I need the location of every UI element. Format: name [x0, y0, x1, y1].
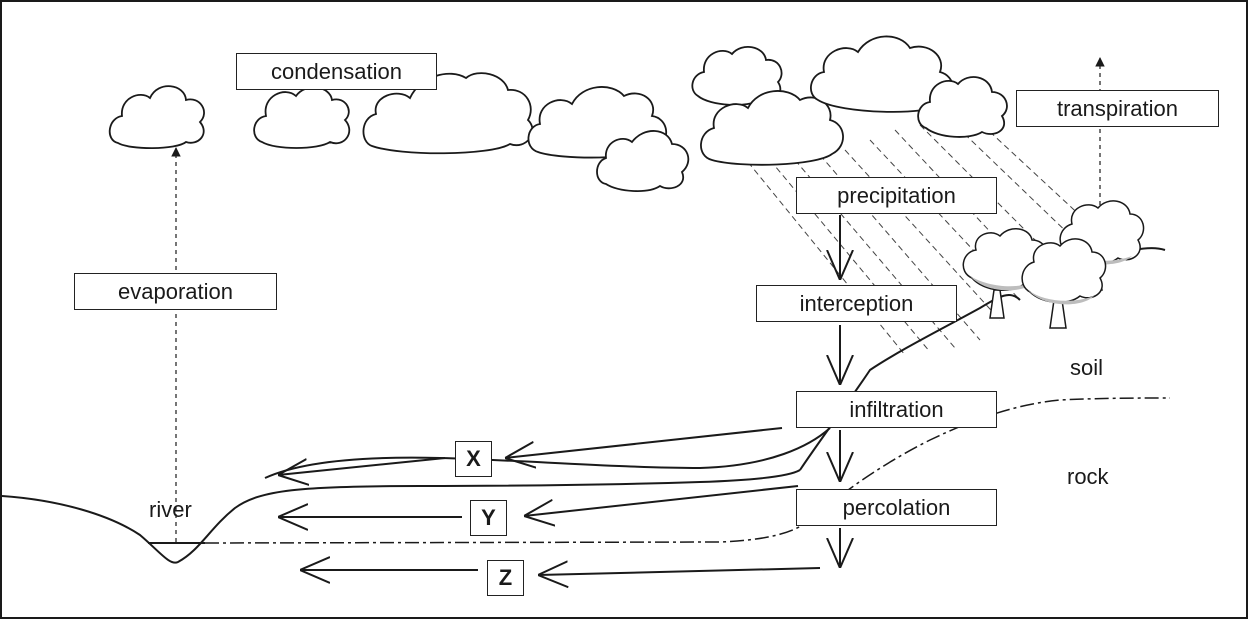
- evaporation-label: evaporation: [74, 273, 277, 310]
- condensation-label: condensation: [236, 53, 437, 90]
- infiltration-label: infiltration: [796, 391, 997, 428]
- cloud-1: [108, 85, 205, 149]
- rock-label: rock: [1067, 464, 1109, 489]
- cloud-3: [362, 72, 534, 155]
- soil-label: soil: [1070, 355, 1104, 380]
- tree-3: [1021, 238, 1107, 329]
- percolation-label: percolation: [796, 489, 997, 526]
- precipitation-label: precipitation: [796, 177, 997, 214]
- cloud-9: [917, 76, 1008, 138]
- interception-label: interception: [756, 285, 957, 322]
- transpiration-label: transpiration: [1016, 90, 1219, 127]
- arrow-to-y: [524, 485, 799, 516]
- trees: [962, 200, 1145, 329]
- clouds: [108, 35, 1008, 192]
- key-y: Y: [470, 500, 507, 536]
- key-z: Z: [487, 560, 524, 596]
- arrow-to-x: [505, 427, 783, 458]
- flow-arrows: [278, 427, 821, 575]
- river-label: river: [149, 497, 192, 522]
- infiltration-flow-line: [264, 427, 831, 479]
- cloud-2: [253, 86, 351, 149]
- cloud-7: [700, 90, 844, 166]
- arrow-to-z: [538, 568, 821, 575]
- ground-surface-line: [1, 469, 801, 564]
- soil-rock-boundary: [204, 397, 1171, 544]
- key-x: X: [455, 441, 492, 477]
- arrow-from-x: [278, 457, 446, 475]
- cloud-5: [596, 130, 690, 192]
